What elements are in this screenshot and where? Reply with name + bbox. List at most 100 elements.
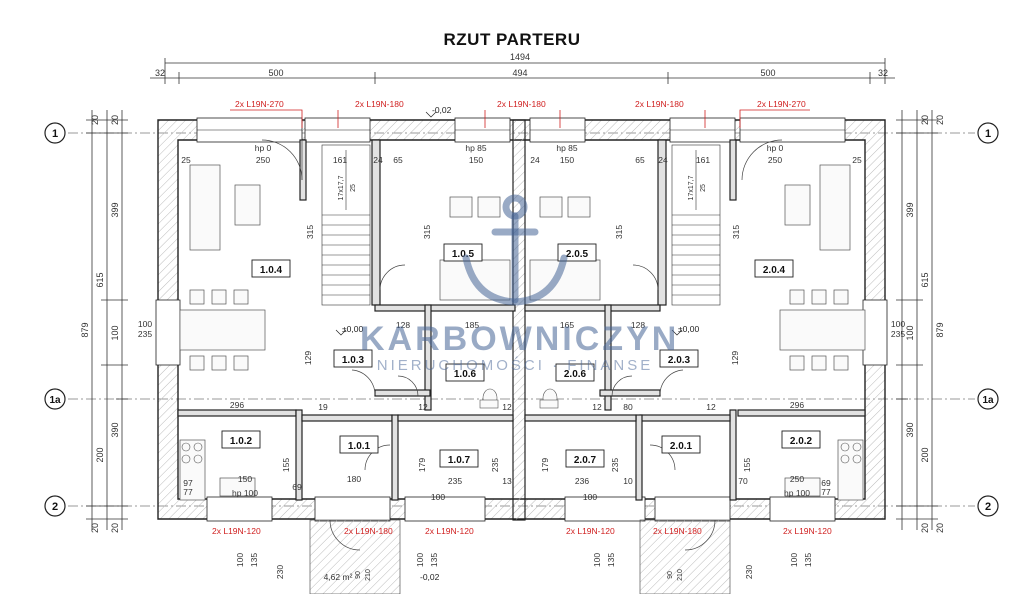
lbl-179-b: 179 — [540, 458, 550, 472]
lbl-100-b: 100 — [583, 492, 597, 502]
dim-494: 494 — [512, 68, 527, 78]
win-top-5: 2x L19N-270 — [757, 99, 806, 109]
dim-500-left: 500 — [268, 68, 283, 78]
lbl-100-a: 100 — [431, 492, 445, 502]
kitchen-hobs — [181, 442, 862, 464]
room-tags — [221, 243, 821, 468]
lbl-161-l: 161 — [333, 155, 347, 165]
entrance-left — [309, 519, 401, 594]
lbl-hp100-l: hp 100 — [232, 488, 258, 498]
lbl-77-l: 77 — [183, 487, 193, 497]
lbl-13: 13 — [502, 476, 512, 486]
room-101: 1.0.1 — [348, 441, 371, 452]
level-mid-left: ±0,00 — [342, 324, 363, 334]
win-top-4: 2x L19N-180 — [635, 99, 684, 109]
room-106: 1.0.6 — [454, 369, 477, 380]
lbl-19: 19 — [318, 402, 328, 412]
axis-1a-right: 1a — [982, 395, 994, 406]
lbl-128-a: 128 — [396, 320, 410, 330]
level-top: -0,02 — [432, 105, 452, 115]
lbl-296-r: 296 — [790, 400, 804, 410]
lbl-10: 10 — [623, 476, 633, 486]
lbl-80-a: 80 — [623, 402, 633, 412]
lbl-128-b: 128 — [631, 320, 645, 330]
lbl-hp85-l: hp 85 — [465, 143, 487, 153]
right-dim-lines — [896, 110, 938, 530]
win-bot-2: 2x L19N-180 — [344, 526, 393, 536]
lbl-69-l: 69 — [292, 482, 302, 492]
room-207: 2.0.7 — [574, 455, 597, 466]
top-window-label-lines — [230, 109, 810, 128]
party-wall — [512, 119, 526, 521]
lbl-door-90r: 90 — [667, 571, 674, 579]
room-102: 1.0.2 — [230, 436, 253, 447]
lbl-70: 70 — [738, 476, 748, 486]
dim-32-left: 32 — [155, 68, 165, 78]
lbl-12-b: 12 — [502, 402, 512, 412]
lbl-hp0-r: hp 0 — [767, 143, 784, 153]
lbl-100s-r2: 100 — [592, 553, 602, 567]
stairs-right — [671, 144, 721, 306]
door-swings — [261, 139, 783, 471]
rdim-399: 399 — [905, 202, 915, 217]
left-dim-lines — [86, 110, 128, 530]
axis-1-left: 1 — [52, 128, 58, 140]
lbl-135s-l: 135 — [249, 553, 259, 567]
ldim-200: 200 — [95, 447, 105, 462]
room-206: 2.0.6 — [564, 369, 587, 380]
ldim-879: 879 — [80, 322, 90, 337]
lbl-315-c: 315 — [614, 225, 624, 239]
win-bot-5: 2x L19N-180 — [653, 526, 702, 536]
lbl-100s-l2: 100 — [415, 553, 425, 567]
room-203: 2.0.3 — [668, 355, 691, 366]
room-105: 1.0.5 — [452, 249, 475, 260]
lbl-25s-r: 25 — [700, 184, 707, 192]
ldim-615: 615 — [95, 272, 105, 287]
anchor-icon — [462, 194, 568, 306]
lbl-135s-l2: 135 — [429, 553, 439, 567]
lbl-296-l: 296 — [230, 400, 244, 410]
lbl-100w-l: 100 — [138, 319, 152, 329]
ldim-20a: 20 — [90, 115, 100, 125]
lbl-65-l: 65 — [393, 155, 403, 165]
plan-title: RZUT PARTERU — [443, 30, 581, 49]
room-104: 1.0.4 — [260, 265, 283, 276]
furniture — [179, 164, 866, 501]
entrance-right — [639, 519, 731, 594]
lbl-129-r: 129 — [730, 351, 740, 365]
room-205: 2.0.5 — [566, 249, 589, 260]
rdim-390: 390 — [905, 422, 915, 437]
rdim-20b: 20 — [935, 115, 945, 125]
interior-walls — [177, 139, 866, 501]
dim-500-right: 500 — [760, 68, 775, 78]
lbl-24-b: 24 — [530, 155, 540, 165]
lbl-315-d: 315 — [731, 225, 741, 239]
lbl-24-a: 24 — [373, 155, 383, 165]
win-bot-3: 2x L19N-120 — [425, 526, 474, 536]
lbl-250-r: 250 — [768, 155, 782, 165]
lbl-hp0-l: hp 0 — [255, 143, 272, 153]
lbl-12-a: 12 — [418, 402, 428, 412]
lbl-door-210r: 210 — [677, 569, 684, 581]
lbl-77-r: 77 — [821, 487, 831, 497]
lbl-door-90: 90 — [355, 571, 362, 579]
lbl-hp100-r: hp 100 — [784, 488, 810, 498]
lbl-25-l: 25 — [181, 155, 191, 165]
level-bottom: -0,02 — [420, 572, 440, 582]
ldim-100: 100 — [110, 325, 120, 340]
win-top-1: 2x L19N-270 — [235, 99, 284, 109]
top-dimensions — [150, 58, 895, 84]
lbl-135s-r2: 135 — [606, 553, 616, 567]
ldim-399: 399 — [110, 202, 120, 217]
overall-width: 1494 — [510, 52, 530, 62]
ldim-390: 390 — [110, 422, 120, 437]
axis-1-right: 1 — [985, 128, 991, 140]
lbl-door-210: 210 — [365, 569, 372, 581]
axis-bubbles-left — [44, 122, 66, 517]
bathrooms — [479, 388, 559, 409]
lbl-150-b: 150 — [560, 155, 574, 165]
lbl-235-b: 235 — [610, 458, 620, 472]
lbl-235-a: 235 — [490, 458, 500, 472]
lbl-97: 97 — [183, 478, 193, 488]
lbl-315-a: 315 — [305, 225, 315, 239]
